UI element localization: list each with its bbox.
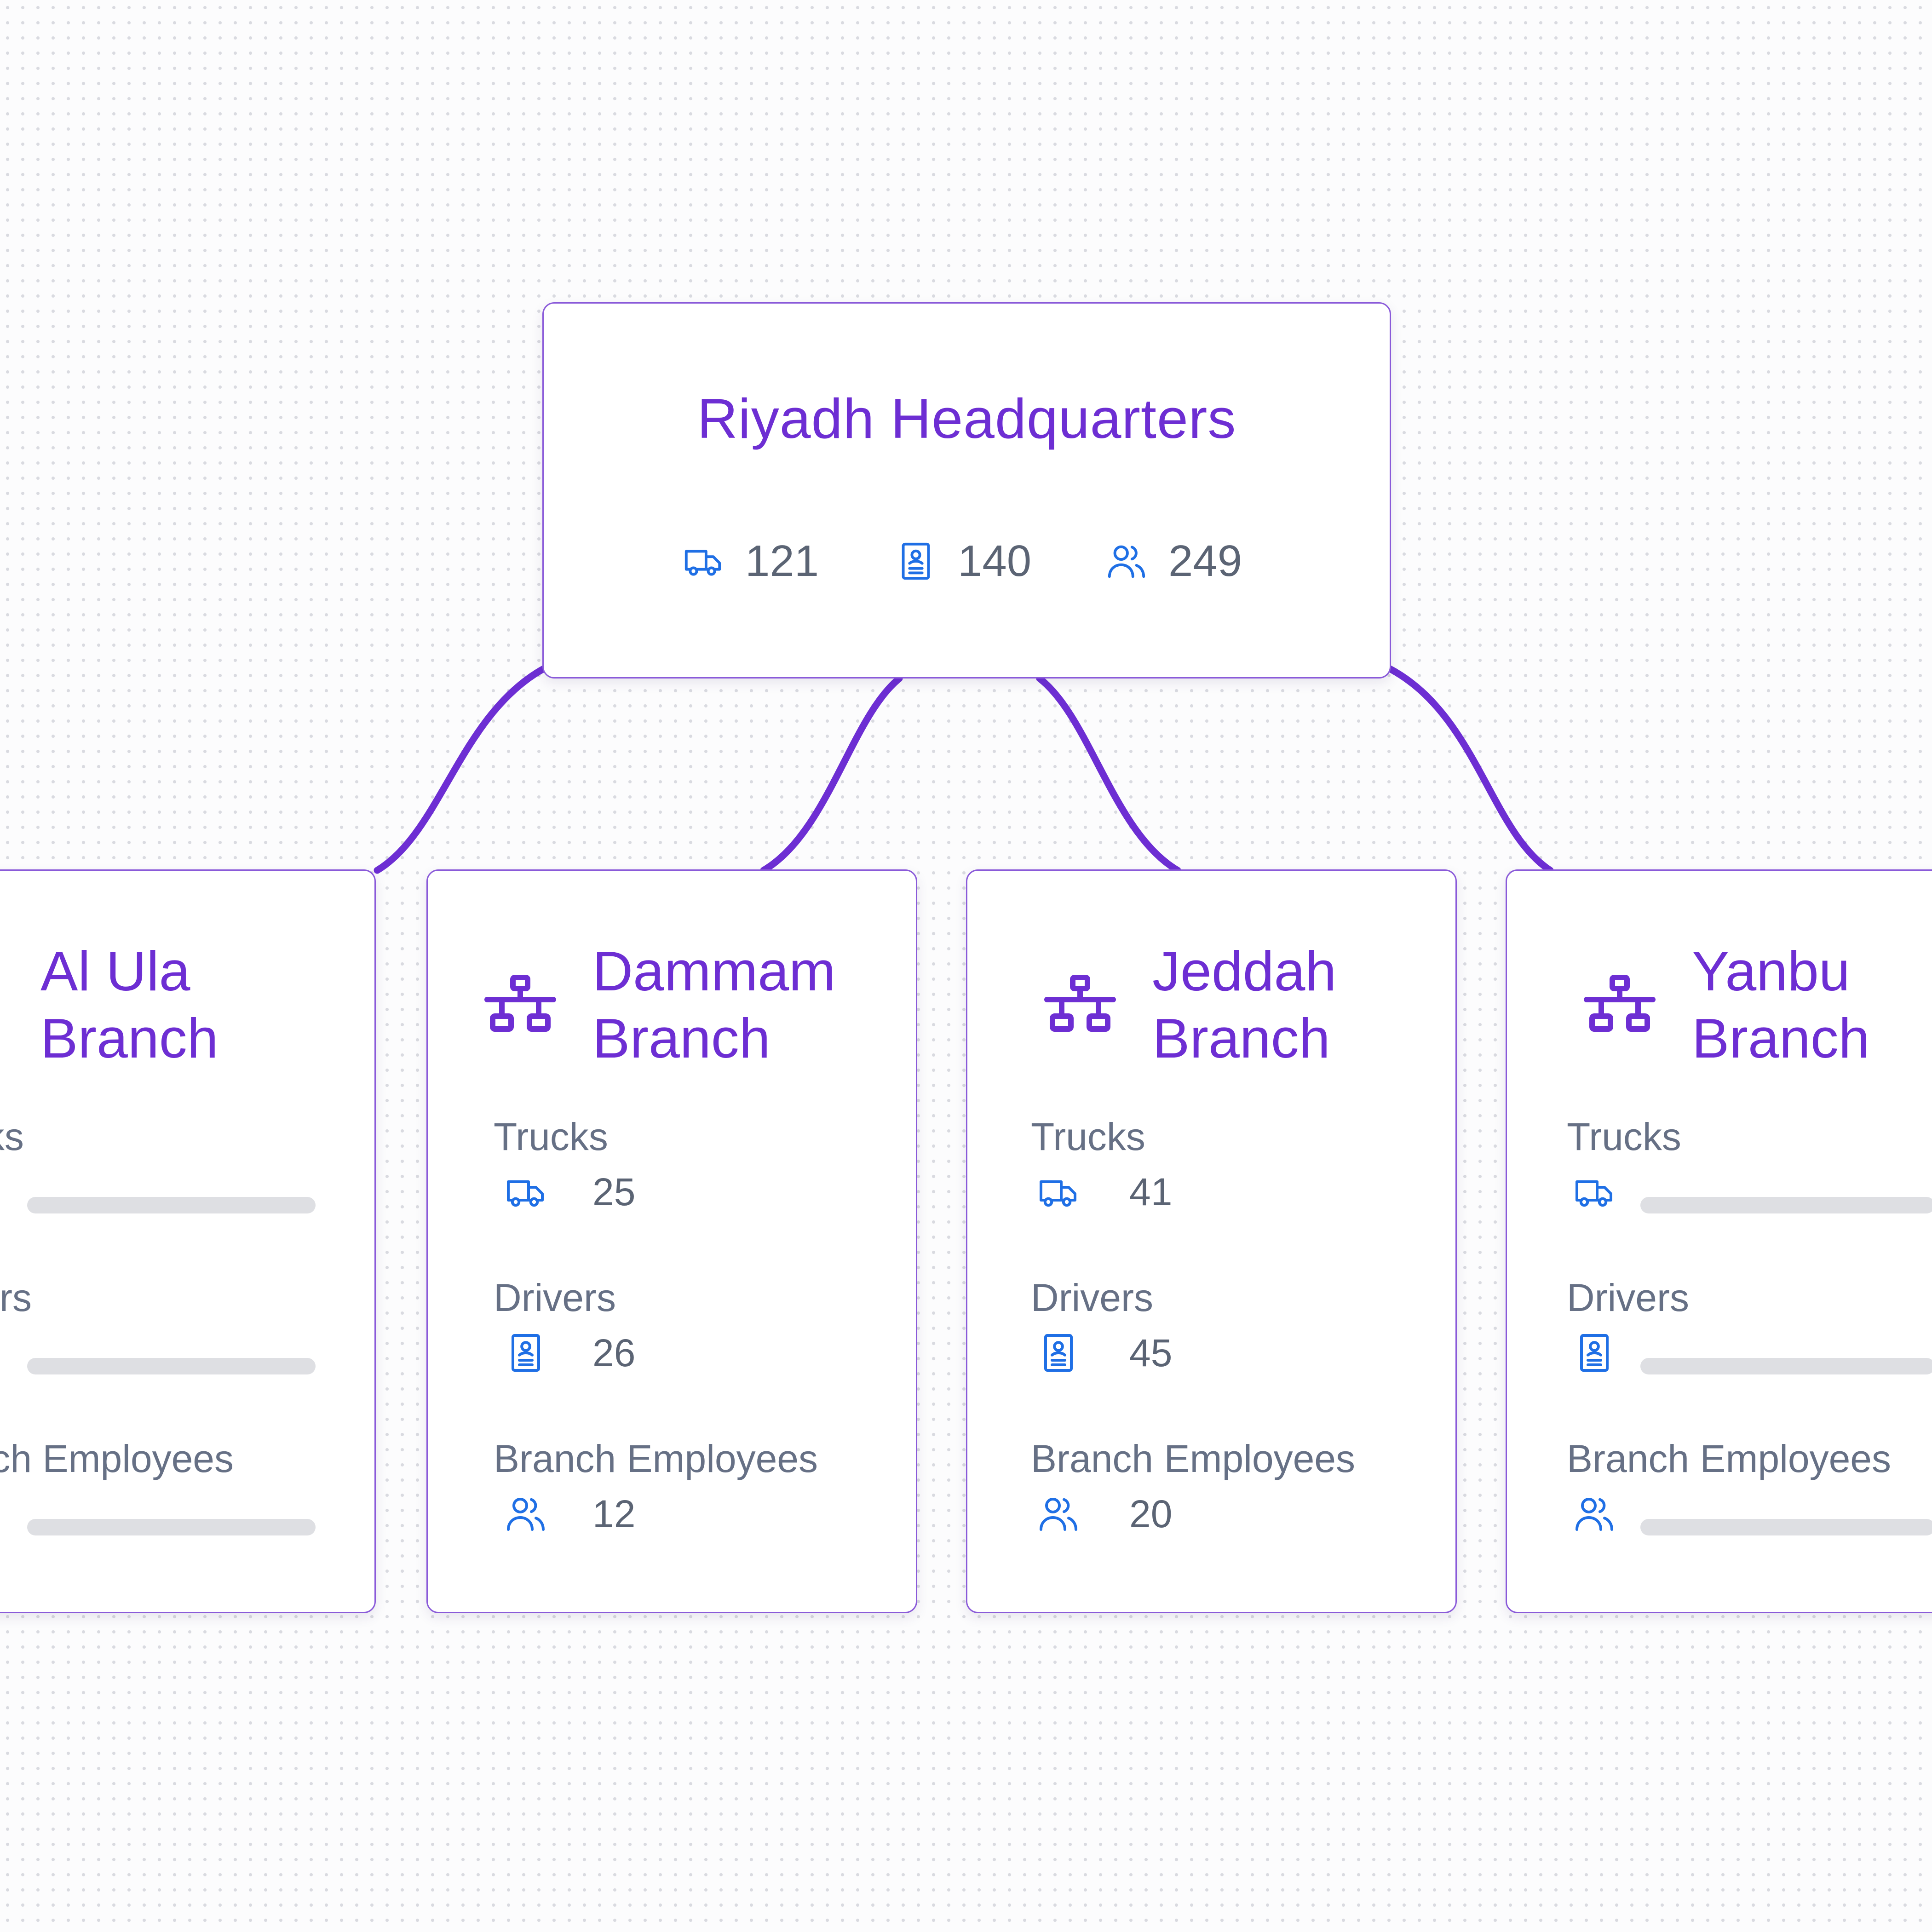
trucks-loading-placeholder xyxy=(27,1197,316,1213)
employees-label: Branch Employees xyxy=(494,1437,818,1480)
employees-loading-placeholder xyxy=(27,1519,316,1535)
driver-badge-icon xyxy=(1580,1334,1609,1372)
driver-badge-icon xyxy=(902,542,930,580)
hq-trucks-stat: 121 xyxy=(682,534,819,589)
driver-badge-icon xyxy=(512,1334,540,1372)
drivers-label: Drivers xyxy=(1567,1276,1689,1319)
connector-jeddah xyxy=(1036,675,1181,874)
branch-card-yanbu[interactable]: Yanbu Branch Trucks Drivers Branch Emplo… xyxy=(1506,869,1932,1613)
branch-title: Yanbu Branch xyxy=(1692,937,1870,1072)
drivers-loading-placeholder xyxy=(27,1358,316,1374)
network-icon xyxy=(484,975,556,1032)
trucks-label: Trucks xyxy=(494,1115,608,1158)
connector-al-ula xyxy=(374,664,549,874)
users-icon xyxy=(1576,1498,1613,1531)
connector-dammam xyxy=(760,675,903,874)
employees-count: 20 xyxy=(1129,1492,1173,1535)
trucks-label: Trucks xyxy=(1567,1115,1681,1158)
users-icon xyxy=(1108,545,1145,578)
trucks-count: 41 xyxy=(1129,1170,1173,1213)
truck-icon xyxy=(507,1180,544,1207)
headquarters-title: Riyadh Headquarters xyxy=(697,387,1236,450)
branch-name: Yanbu xyxy=(1692,940,1850,1002)
hq-trucks-count: 121 xyxy=(745,536,819,586)
trucks-loading-placeholder xyxy=(1640,1197,1932,1213)
network-icon xyxy=(1584,975,1656,1032)
drivers-loading-placeholder xyxy=(1640,1358,1932,1374)
employees-loading-placeholder xyxy=(1640,1519,1932,1535)
trucks-label: Trucks xyxy=(0,1115,24,1158)
network-icon xyxy=(1044,975,1116,1032)
employees-label: Branch Employees xyxy=(0,1437,234,1480)
branch-card-dammam[interactable]: Dammam Branch Trucks 25 Drivers 26 Branc… xyxy=(426,869,917,1613)
branch-name: Jeddah xyxy=(1152,940,1337,1002)
trucks-count: 25 xyxy=(592,1170,636,1213)
branch-title: Jeddah Branch xyxy=(1152,937,1336,1072)
headquarters-card[interactable]: Riyadh Headquarters 121 140 249 xyxy=(542,302,1391,678)
drivers-label: Drivers xyxy=(494,1276,616,1319)
employees-label: Branch Employees xyxy=(1567,1437,1892,1480)
drivers-label: Drivers xyxy=(1031,1276,1153,1319)
branch-suffix: Branch xyxy=(1692,1007,1870,1070)
branch-suffix: Branch xyxy=(40,1007,218,1070)
truck-icon xyxy=(684,550,721,576)
hq-employees-count: 249 xyxy=(1168,536,1242,586)
branch-name: Al Ula xyxy=(40,940,190,1002)
hq-drivers-stat: 140 xyxy=(894,534,1031,589)
drivers-count: 26 xyxy=(592,1331,636,1374)
truck-icon xyxy=(1576,1180,1612,1207)
branch-card-al-ula[interactable]: Al Ula Branch Trucks Drivers Branch Empl… xyxy=(0,869,376,1613)
branch-title: Al Ula Branch xyxy=(40,937,218,1072)
branch-suffix: Branch xyxy=(592,1007,770,1070)
users-icon xyxy=(507,1498,545,1531)
drivers-count: 45 xyxy=(1129,1331,1173,1374)
hq-drivers-count: 140 xyxy=(958,536,1032,586)
employees-label: Branch Employees xyxy=(1031,1437,1356,1480)
branch-suffix: Branch xyxy=(1152,1007,1330,1070)
employees-count: 12 xyxy=(592,1492,636,1535)
users-icon xyxy=(1040,1498,1077,1531)
branch-card-jeddah[interactable]: Jeddah Branch Trucks 41 Drivers 45 Branc… xyxy=(966,869,1457,1613)
connector-yanbu xyxy=(1385,664,1554,874)
hq-employees-stat: 249 xyxy=(1105,534,1242,589)
truck-icon xyxy=(1040,1180,1076,1207)
branch-title: Dammam Branch xyxy=(592,937,836,1072)
branch-name: Dammam xyxy=(592,940,836,1002)
drivers-label: Drivers xyxy=(0,1276,32,1319)
driver-badge-icon xyxy=(1044,1334,1073,1372)
trucks-label: Trucks xyxy=(1031,1115,1145,1158)
